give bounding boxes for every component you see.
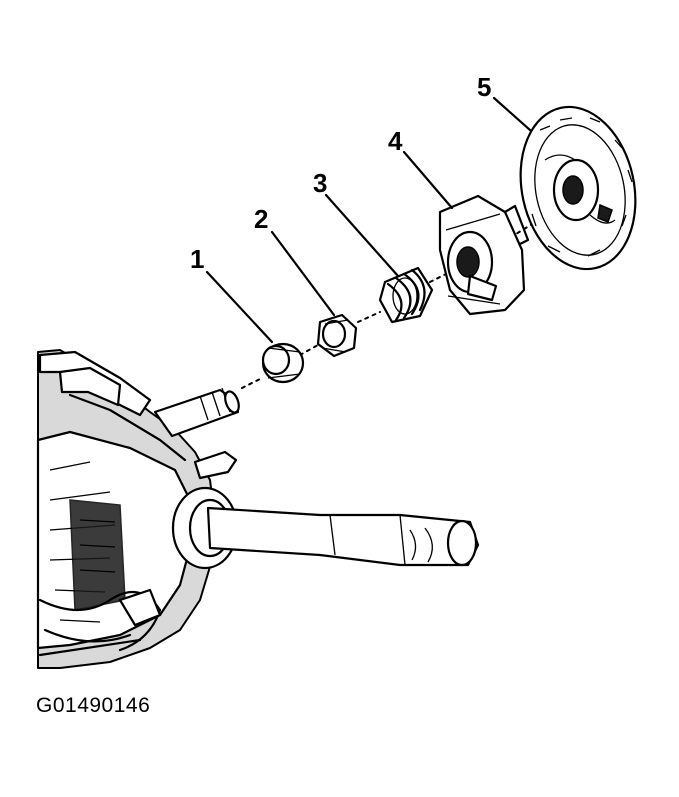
- leader-line-2: [270, 230, 336, 317]
- figure-id: G01490146: [36, 694, 151, 717]
- leader-lines: [205, 96, 532, 344]
- callout-1: 1: [190, 244, 204, 274]
- callout-4: 4: [388, 126, 403, 156]
- part-2-nut: [316, 313, 358, 358]
- assembly-axis-line: [241, 209, 556, 389]
- part-4-cancel-cam: [438, 194, 530, 316]
- part-1-retaining-ring: [261, 342, 305, 384]
- callout-2: 2: [254, 204, 268, 234]
- steering-shaft: [153, 387, 240, 438]
- leader-line-5: [492, 96, 532, 132]
- leader-line-4: [402, 150, 454, 210]
- leader-line-1: [205, 270, 274, 344]
- callout-5: 5: [477, 72, 491, 102]
- callout-3: 3: [313, 168, 327, 198]
- multifunction-lever: [171, 450, 480, 570]
- leader-line-3: [324, 193, 400, 278]
- part-5-contact-plate: [519, 105, 637, 271]
- part-3-spring: [378, 266, 434, 324]
